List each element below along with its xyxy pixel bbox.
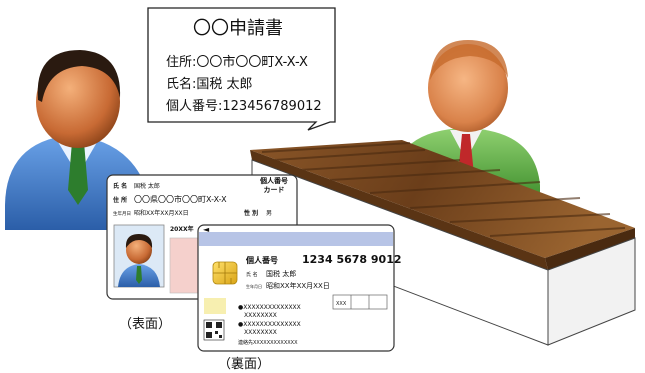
svg-text:カード: カード (264, 186, 285, 194)
svg-text:XXXXXXXX: XXXXXXXX (244, 312, 277, 319)
svg-text:個人番号: 個人番号 (245, 255, 278, 265)
svg-text:男: 男 (266, 210, 272, 217)
svg-text:●XXXXXXXXXXXXXX: ●XXXXXXXXXXXXXX (238, 304, 301, 311)
front-caption: （表面） (119, 317, 171, 332)
svg-text:生年月日: 生年月日 (246, 283, 262, 289)
application-form-bubble: 〇〇申請書 住所:〇〇市〇〇町X-X-X 氏名:国税 太郎 個人番号:12345… (147, 7, 336, 131)
svg-text:20XX年: 20XX年 (170, 225, 194, 233)
form-name: 氏名:国税 太郎 (166, 76, 253, 92)
photo-face (126, 236, 152, 264)
form-number: 個人番号:123456789012 (166, 99, 322, 114)
qr-code-icon (203, 319, 225, 341)
svg-text:個人番号: 個人番号 (259, 176, 288, 185)
form-title: 〇〇申請書 (193, 18, 283, 39)
svg-text:連絡先XXXXXXXXXXXXX: 連絡先XXXXXXXXXXXXX (238, 339, 298, 346)
svg-text:氏 名: 氏 名 (246, 271, 258, 278)
svg-text:〇〇県〇〇市〇〇町X-X-X: 〇〇県〇〇市〇〇町X-X-X (134, 194, 227, 204)
svg-text:住 所: 住 所 (113, 196, 127, 204)
form-address: 住所:〇〇市〇〇町X-X-X (166, 54, 308, 70)
applicant-figure (5, 50, 150, 230)
svg-text:XXX: XXX (336, 301, 347, 307)
svg-text:性 別: 性 別 (243, 209, 258, 217)
back-caption: （裏面） (218, 357, 270, 372)
svg-text:XXXXXXXX: XXXXXXXX (244, 329, 277, 336)
svg-text:◄: ◄ (203, 225, 210, 234)
svg-text:1234 5678 9012: 1234 5678 9012 (302, 253, 402, 266)
svg-text:国税 太郎: 国税 太郎 (266, 269, 296, 278)
svg-text:昭和XX年XX月XX日: 昭和XX年XX月XX日 (266, 281, 330, 290)
mynumber-card-back: ◄ 個人番号 1234 5678 9012 氏 名 国税 太郎 生年月日 昭和X… (197, 224, 402, 372)
svg-text:●XXXXXXXXXXXXXX: ●XXXXXXXXXXXXXX (238, 321, 301, 328)
svg-text:氏 名: 氏 名 (113, 182, 127, 190)
svg-text:生年月日: 生年月日 (113, 210, 131, 217)
svg-text:昭和XX年XX月XX日: 昭和XX年XX月XX日 (134, 209, 189, 217)
svg-text:国税 太郎: 国税 太郎 (134, 182, 160, 190)
